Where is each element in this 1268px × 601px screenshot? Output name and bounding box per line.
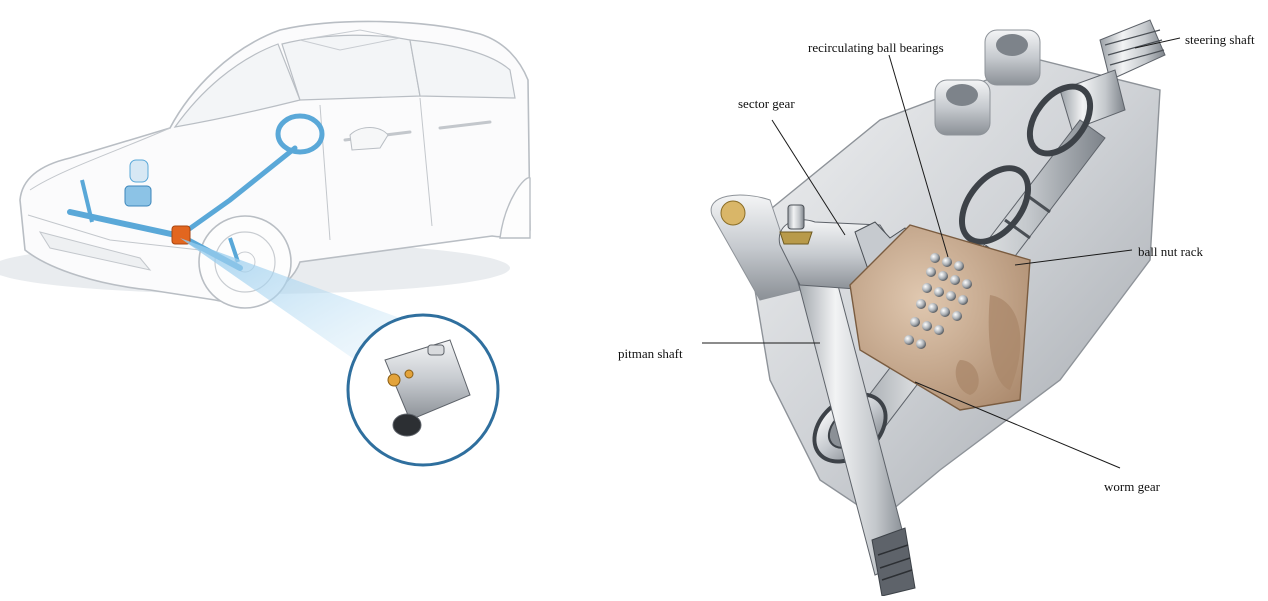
leader-worm-gear: [914, 381, 1121, 469]
leader-recirculating-ball-bearings: [888, 54, 949, 258]
callout-labels: recirculating ball bearings steering sha…: [618, 32, 1255, 494]
car-front-window: [281, 34, 421, 101]
car-hood-line: [29, 127, 171, 191]
zoom-inset: [346, 313, 500, 467]
car-sunroof: [299, 29, 401, 51]
steering-column: [182, 145, 298, 235]
gearbox-illustration: recirculating ball bearings steering sha…: [618, 19, 1255, 597]
car-door-line: [419, 97, 433, 227]
recirculating-balls: [904, 253, 972, 349]
car-grille: [38, 231, 152, 271]
leader-ball-nut-rack: [1014, 249, 1133, 266]
power-steering-pump: [124, 185, 152, 207]
car-mirror: [349, 127, 389, 151]
steering-wheel: [275, 113, 325, 155]
car-door-handle: [438, 120, 492, 130]
zoom-beam: [180, 238, 400, 362]
ball-nut-rack-part: [849, 224, 1031, 411]
car-bumper-line: [27, 214, 201, 251]
car-illustration: [0, 20, 531, 309]
pitman-shaft-part: [794, 254, 916, 597]
label-worm-gear: worm gear: [1104, 479, 1161, 494]
flange-bolt: [720, 200, 746, 226]
leader-steering-shaft: [1134, 37, 1181, 49]
mounting-bosses: [934, 29, 1041, 136]
label-ball-nut-rack: ball nut rack: [1138, 244, 1203, 259]
label-recirculating-ball-bearings: recirculating ball bearings: [808, 40, 944, 55]
steering-gearbox-highlight: [171, 225, 191, 245]
zoom-gearbox: [384, 339, 471, 437]
fluid-reservoir: [129, 159, 149, 183]
leader-sector-gear: [771, 119, 846, 236]
label-sector-gear: sector gear: [738, 96, 795, 111]
leader-lines: [702, 37, 1181, 469]
car-windshield: [173, 43, 301, 128]
car-steering-system: [67, 113, 325, 271]
rear-wheel: [499, 177, 531, 239]
car-rear-window: [409, 39, 516, 99]
steering-knuckle: [80, 179, 240, 263]
label-pitman-shaft: pitman shaft: [618, 346, 683, 361]
label-steering-shaft: steering shaft: [1185, 32, 1255, 47]
